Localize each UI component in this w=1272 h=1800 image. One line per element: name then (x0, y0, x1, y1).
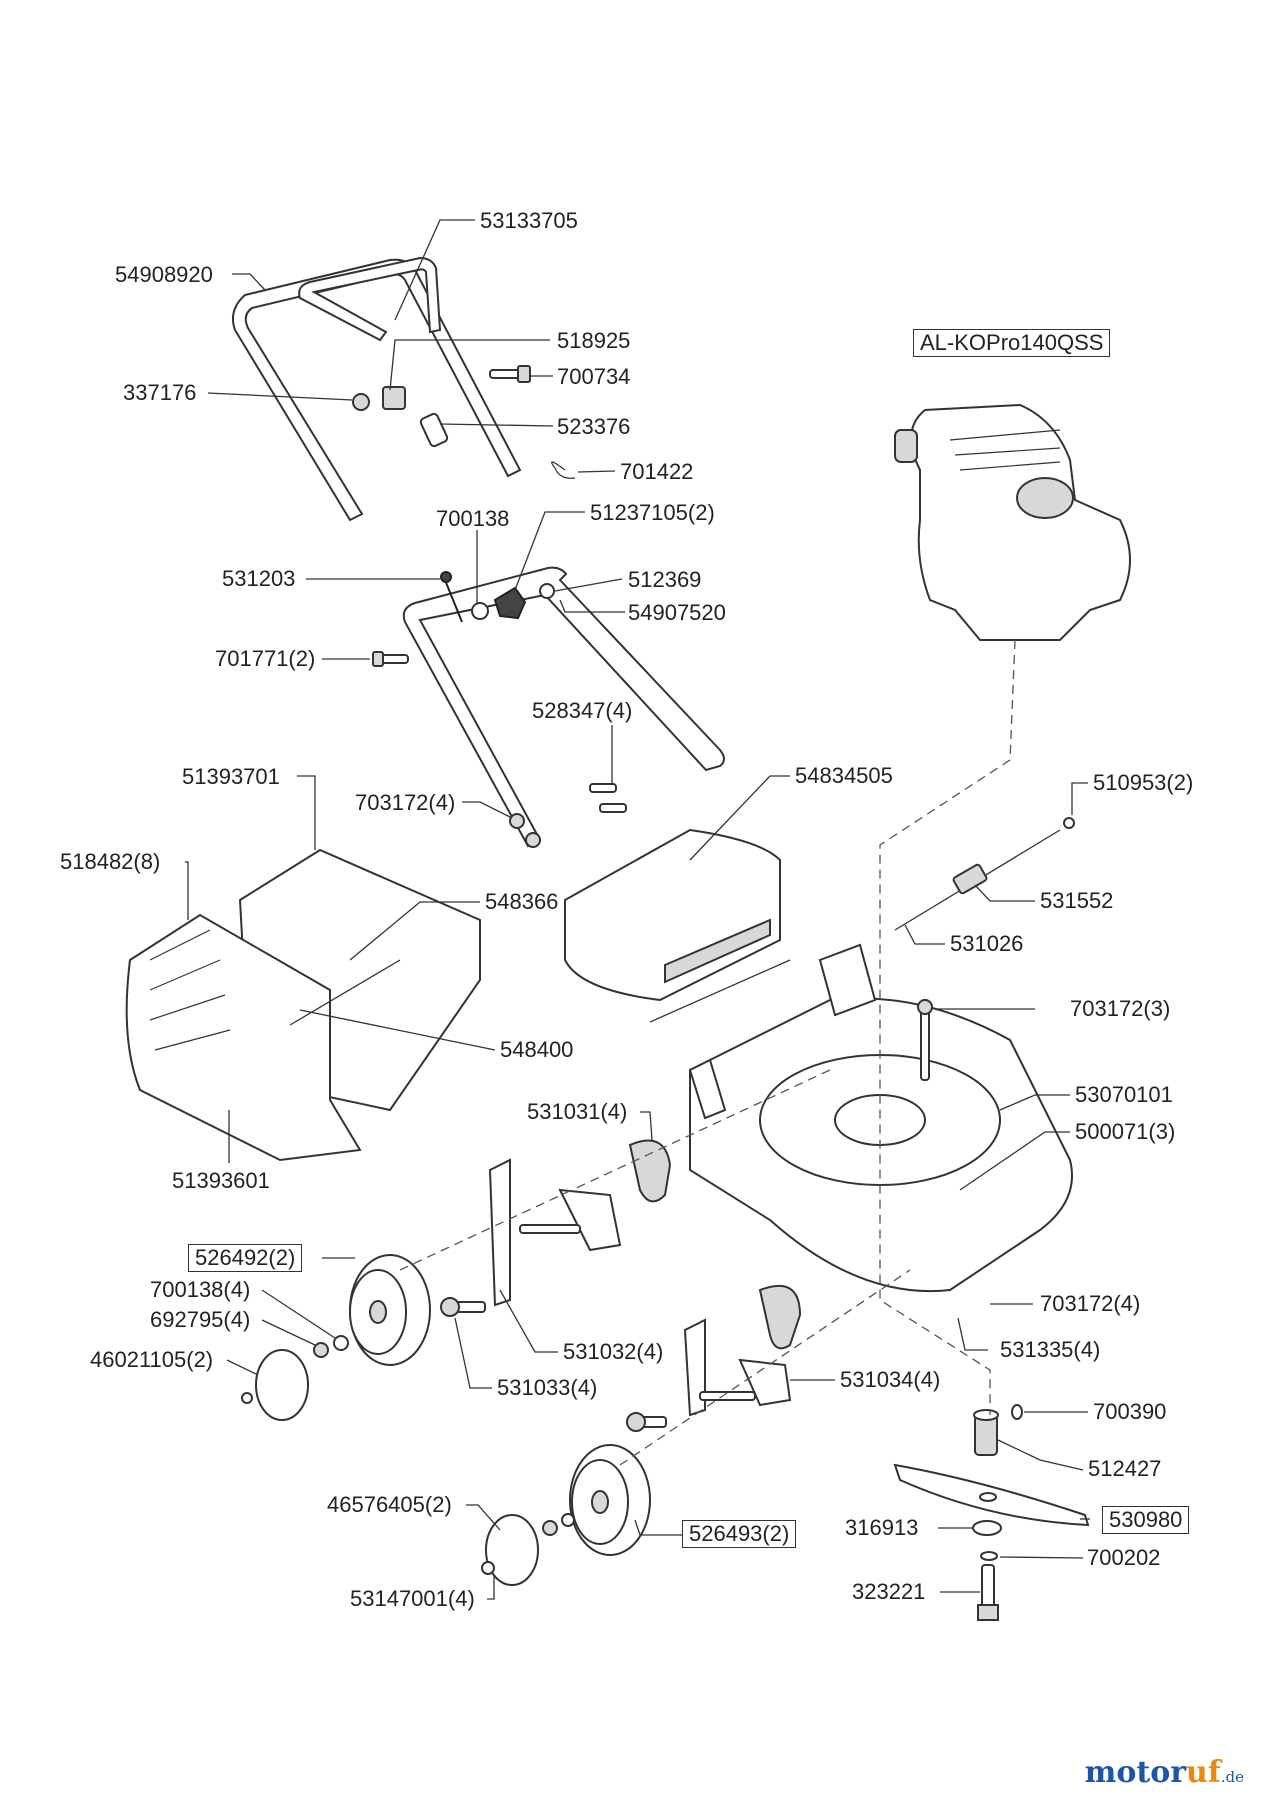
part-label-703172-3: 703172(3) (1070, 996, 1171, 1021)
part-label-531034: 531034(4) (840, 1367, 941, 1392)
part-label-46576405: 46576405(2) (327, 1492, 452, 1517)
hubcap-46576405 (485, 1514, 539, 1586)
washer-316913 (972, 1520, 1002, 1536)
knob-51237105 (493, 586, 527, 620)
part-label-700138-4: 700138(4) (150, 1277, 251, 1302)
part-label-54834505: 54834505 (795, 763, 893, 788)
part-label-530980: 530980 (1102, 1506, 1190, 1534)
bolt-701771 (372, 651, 409, 667)
assembly-dashed-lines (399, 639, 1016, 1466)
part-label-526493: 526493(2) (682, 1520, 797, 1548)
part-label-512369: 512369 (628, 567, 702, 592)
part-label-700734: 700734 (557, 364, 631, 389)
watermark-main: motor (1084, 1755, 1187, 1790)
bolts-500071 (917, 999, 933, 1081)
key-700390 (1011, 1404, 1023, 1420)
nut-337176 (352, 393, 370, 411)
washer-700138-4 (333, 1335, 349, 1351)
part-label-316913: 316913 (845, 1515, 919, 1540)
part-label-53147001: 53147001(4) (350, 1586, 475, 1611)
part-label-531032: 531032(4) (563, 1339, 664, 1364)
watermark-suffix: .de (1220, 1768, 1244, 1786)
wheel-axle-bracket (519, 1188, 622, 1252)
part-label-337176: 337176 (123, 380, 197, 405)
part-label-323221: 323221 (852, 1579, 926, 1604)
blade-530980 (893, 1463, 1090, 1527)
part-label-700138: 700138 (436, 506, 510, 531)
engine-al-ko-pro-140 (894, 403, 1131, 641)
hubcap-46021105 (241, 1349, 309, 1421)
part-label-54907520: 54907520 (628, 600, 726, 625)
part-label-51237105: 51237105(2) (590, 500, 715, 525)
screw-700734 (489, 365, 531, 383)
bolts-528347 (589, 783, 627, 813)
adjuster-531031 (628, 1139, 672, 1203)
part-label-548366: 548366 (485, 889, 559, 914)
part-label-703172-4b: 703172(4) (1040, 1291, 1141, 1316)
mower-deck-53070101 (688, 943, 1073, 1293)
clip-701422 (551, 461, 576, 479)
leader-lines (185, 219, 1090, 1600)
bolt-531033 (440, 1297, 486, 1317)
part-label-548400: 548400 (500, 1037, 574, 1062)
part-label-53070101: 53070101 (1075, 1082, 1173, 1107)
lever-531203 (440, 571, 463, 623)
bracket-531034 (699, 1358, 792, 1407)
part-label-531031: 531031(4) (527, 1099, 628, 1124)
nut-692795 (313, 1342, 329, 1358)
cable-clip-518925 (382, 386, 406, 410)
bolt-323221 (977, 1564, 999, 1621)
cap-53147001 (481, 1561, 495, 1575)
part-label-700390: 700390 (1093, 1399, 1167, 1424)
nuts-703172 (509, 813, 541, 848)
part-label-53133705: 53133705 (480, 208, 578, 233)
part-label-703172-4a: 703172(4) (355, 790, 456, 815)
wheel-526492 (349, 1254, 431, 1366)
part-label-54908920: 54908920 (115, 262, 213, 287)
axle-531026 (894, 817, 1075, 931)
washer-512369 (539, 583, 555, 599)
cable-523376 (419, 412, 449, 448)
part-label-531033: 531033(4) (497, 1375, 598, 1400)
part-label-51393601: 51393601 (172, 1168, 270, 1193)
adjuster-531032 (488, 1158, 511, 1307)
blade-adapter-512427 (973, 1409, 999, 1456)
adjuster-right-upper (758, 1285, 802, 1350)
motoruf-watermark: motoruf.de (1085, 1755, 1244, 1790)
adjuster-right-lower (683, 1318, 706, 1417)
part-label-528347: 528347(4) (532, 698, 633, 723)
grass-catcher-bottom-51393601 (125, 913, 362, 1162)
upper-handle (232, 256, 522, 522)
engine-model-box: AL-KOPro140QSS (913, 329, 1111, 357)
part-label-701422: 701422 (620, 459, 694, 484)
part-label-531552: 531552 (1040, 888, 1114, 913)
rod-548366 (289, 959, 401, 1026)
rear-cover-54834505 (564, 828, 791, 1023)
part-label-518925: 518925 (557, 328, 631, 353)
part-label-500071: 500071(3) (1075, 1119, 1176, 1144)
washer-700138 (471, 602, 489, 620)
part-label-46021105: 46021105(2) (90, 1347, 214, 1372)
part-label-510953: 510953(2) (1093, 770, 1194, 795)
lower-handle (402, 566, 725, 848)
washers-right (542, 1513, 575, 1536)
part-label-523376: 523376 (557, 414, 631, 439)
wheel-526493 (569, 1444, 651, 1556)
part-label-51393701: 51393701 (182, 764, 280, 789)
part-label-701771: 701771(2) (215, 646, 316, 671)
part-label-518482: 518482(8) (60, 849, 161, 874)
part-label-531203: 531203 (222, 566, 296, 591)
part-label-531335: 531335(4) (1000, 1337, 1101, 1362)
part-label-531026: 531026 (950, 931, 1024, 956)
part-label-512427: 512427 (1088, 1456, 1162, 1481)
bolt-right (626, 1412, 667, 1432)
watermark-accent: uf (1186, 1755, 1221, 1790)
part-label-700202: 700202 (1087, 1545, 1161, 1570)
part-label-692795: 692795(4) (150, 1307, 251, 1332)
part-label-526492: 526492(2) (188, 1244, 303, 1272)
spring-washer-700202 (980, 1551, 998, 1561)
